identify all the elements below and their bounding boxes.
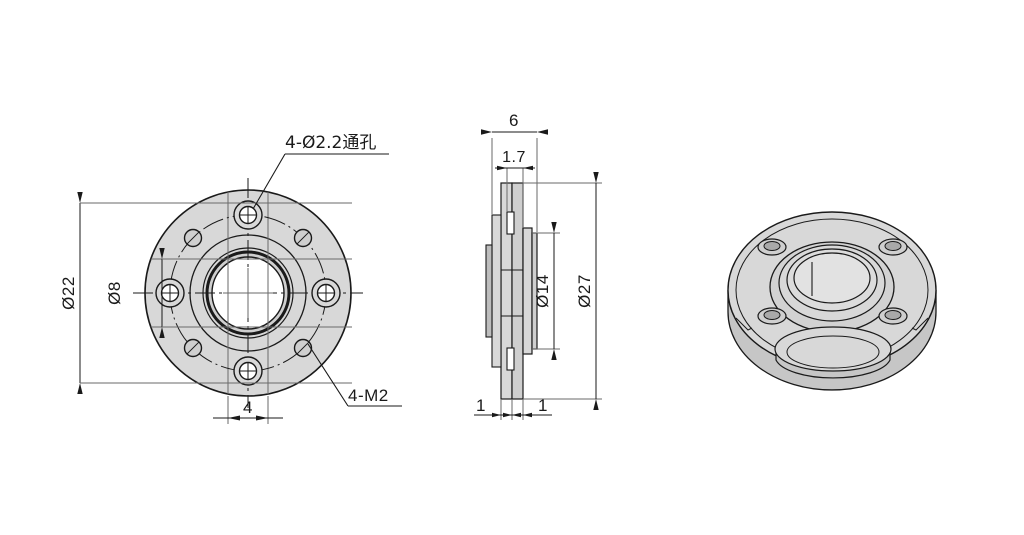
dim-outer-diameter: Ø22 xyxy=(59,192,352,394)
dim-total-thickness-text: 6 xyxy=(509,111,519,130)
section-hub xyxy=(522,227,533,355)
dim-bore-diameter-text: Ø8 xyxy=(105,281,124,305)
section-rear-lip xyxy=(485,244,493,338)
dim-hole-offset-text: 4 xyxy=(243,398,253,417)
iso-rim-notches xyxy=(735,317,929,331)
dim-step-thickness-text: 1.7 xyxy=(502,149,526,166)
dim-step-thickness: 1.7 xyxy=(495,149,535,228)
callout-through-hole: 4-Ø2.2通孔 xyxy=(252,133,389,210)
front-view: Ø22 Ø8 4 4-Ø2.2通孔 xyxy=(59,133,402,424)
section-view: 6 1.7 Ø14 Ø xyxy=(474,111,602,420)
iso-rear-ring-inner xyxy=(786,335,880,369)
front-bore-crosshair xyxy=(223,268,273,318)
iso-bore-top xyxy=(793,252,871,304)
section-notch-bottom xyxy=(506,347,515,371)
iso-holes xyxy=(757,238,908,325)
dim-flange-diameter: Ø27 xyxy=(523,172,602,410)
callout-m2: 4-M2 xyxy=(307,343,402,407)
callout-m2-text: 4-M2 xyxy=(348,386,389,405)
isometric-view xyxy=(727,211,937,391)
dim-right-step-text: 1 xyxy=(538,396,548,415)
dim-bottom-steps: 1 1 xyxy=(474,396,552,420)
callout-through-hole-text: 4-Ø2.2通孔 xyxy=(285,133,376,153)
section-bore-band xyxy=(501,269,523,317)
dim-flange-diameter-text: Ø27 xyxy=(575,274,594,308)
dim-hub-diameter-text: Ø14 xyxy=(533,274,552,308)
dim-outer-diameter-text: Ø22 xyxy=(59,276,78,310)
front-through-holes xyxy=(155,200,341,386)
dim-left-step-text: 1 xyxy=(476,396,486,415)
dim-hub-diameter: Ø14 xyxy=(532,222,560,360)
section-rear-ring xyxy=(491,214,502,368)
iso-rear-ring-top xyxy=(774,326,892,372)
section-notch-top xyxy=(506,211,515,235)
dim-hole-offset: 4 xyxy=(213,396,283,424)
front-m2-holes xyxy=(183,228,313,358)
dim-bore-diameter: Ø8 xyxy=(105,248,352,338)
dim-total-thickness: 6 xyxy=(481,111,548,232)
